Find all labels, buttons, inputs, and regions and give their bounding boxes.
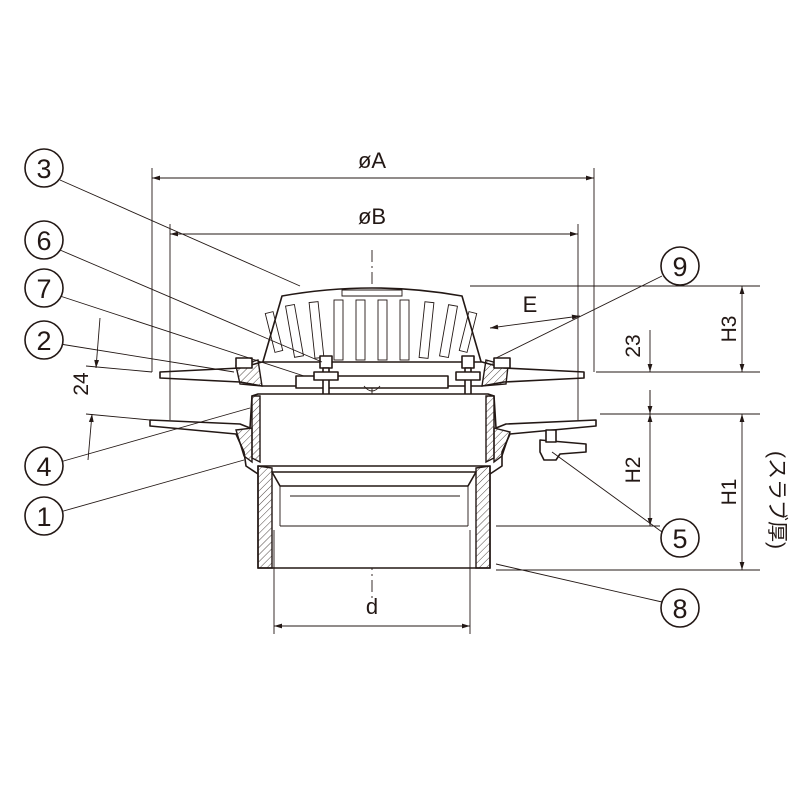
callout-2-label: 2 <box>36 326 51 356</box>
callout-3-label: 3 <box>36 154 51 184</box>
callout-9: 9 <box>660 246 700 286</box>
callout-6: 6 <box>24 220 64 260</box>
dim-H3-label: H3 <box>718 316 741 343</box>
clamp-flange <box>159 359 585 392</box>
callout-7: 7 <box>24 268 64 308</box>
leader-lines <box>59 179 663 603</box>
callout-1-label: 1 <box>36 502 51 532</box>
callout-8: 8 <box>660 588 700 628</box>
dim-phiB-label: øB <box>358 204 386 229</box>
callout-2: 2 <box>24 320 64 360</box>
callout-1: 1 <box>24 496 64 536</box>
fixing-bracket <box>539 429 587 461</box>
dim-H2-label: H2 <box>622 457 645 484</box>
pipe-socket <box>257 465 491 569</box>
callout-9-label: 9 <box>672 252 687 282</box>
dim-d-label: d <box>366 594 378 619</box>
callout-8-label: 8 <box>672 594 687 624</box>
dim-H1-label: H1 <box>718 479 741 506</box>
callout-4-label: 4 <box>36 452 51 482</box>
callout-7-label: 7 <box>36 274 51 304</box>
dome-strainer <box>261 287 483 366</box>
drain-body <box>149 393 597 475</box>
dim-24-label: 24 <box>70 372 93 396</box>
callout-6-label: 6 <box>36 226 51 256</box>
dim-23-label: 23 <box>622 334 645 357</box>
callout-4: 4 <box>24 446 64 486</box>
dimension-lines <box>85 168 760 634</box>
dim-E-label: E <box>523 292 538 317</box>
callout-3: 3 <box>24 148 64 188</box>
dim-phiA-label: øA <box>358 148 386 173</box>
dim-slab-label: (スラブ厚) <box>765 451 788 549</box>
callout-5-label: 5 <box>672 524 687 554</box>
callout-5: 5 <box>660 518 700 558</box>
